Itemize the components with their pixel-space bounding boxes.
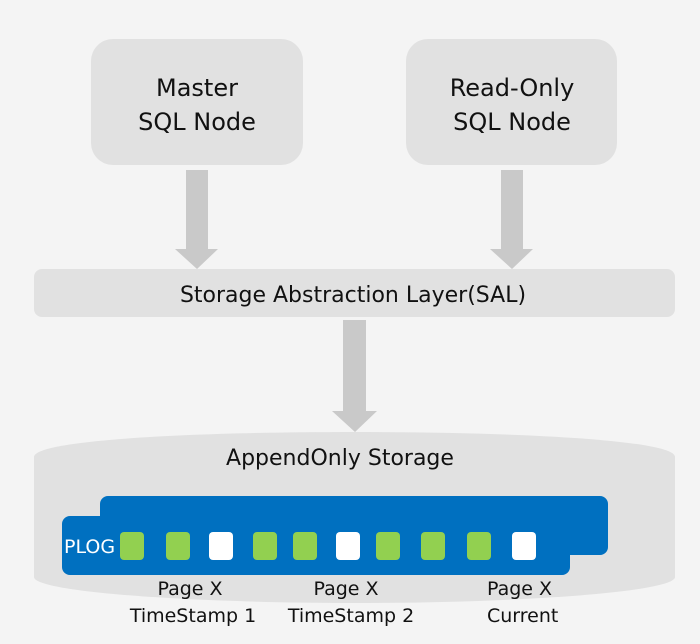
page-label-3: Page X Current	[487, 578, 558, 627]
page-label-2-line2: TimeStamp 2	[287, 605, 414, 627]
down-arrow-icon	[490, 170, 533, 269]
page-label-2-line1: Page X	[313, 578, 378, 600]
storage-title: AppendOnly Storage	[226, 446, 454, 471]
down-arrow-icon	[175, 170, 218, 269]
page-block-green	[421, 532, 445, 560]
page-block-white	[336, 532, 360, 560]
read-only-node-box	[406, 39, 617, 165]
down-arrow-icon	[332, 320, 377, 432]
page-label-3-line1: Page X	[487, 578, 552, 600]
storage-abstraction-layer: Storage Abstraction Layer(SAL)	[34, 269, 675, 317]
master-node-label-line2: SQL Node	[138, 108, 256, 136]
master-sql-node: Master SQL Node	[91, 39, 303, 165]
page-block-white	[512, 532, 536, 560]
page-block-green	[376, 532, 400, 560]
page-block-green	[467, 532, 491, 560]
page-label-1-line2: TimeStamp 1	[129, 605, 256, 627]
page-block-green	[253, 532, 277, 560]
page-label-2: Page X TimeStamp 2	[287, 578, 414, 627]
page-label-1: Page X TimeStamp 1	[129, 578, 256, 627]
page-row	[120, 532, 536, 560]
page-block-green	[166, 532, 190, 560]
page-label-3-line2: Current	[487, 605, 558, 627]
page-block-white	[209, 532, 233, 560]
append-only-storage: AppendOnly Storage PLOG	[34, 432, 675, 603]
page-label-1-line1: Page X	[157, 578, 222, 600]
master-node-box	[91, 39, 303, 165]
page-block-green	[293, 532, 317, 560]
sal-label: Storage Abstraction Layer(SAL)	[180, 283, 526, 308]
read-only-node-label-line1: Read-Only	[450, 74, 575, 102]
read-only-node-label-line2: SQL Node	[453, 108, 571, 136]
plog-label: PLOG	[64, 536, 115, 558]
master-node-label-line1: Master	[156, 74, 238, 102]
sal-box	[34, 269, 675, 317]
page-block-green	[120, 532, 144, 560]
read-only-sql-node: Read-Only SQL Node	[406, 39, 617, 165]
